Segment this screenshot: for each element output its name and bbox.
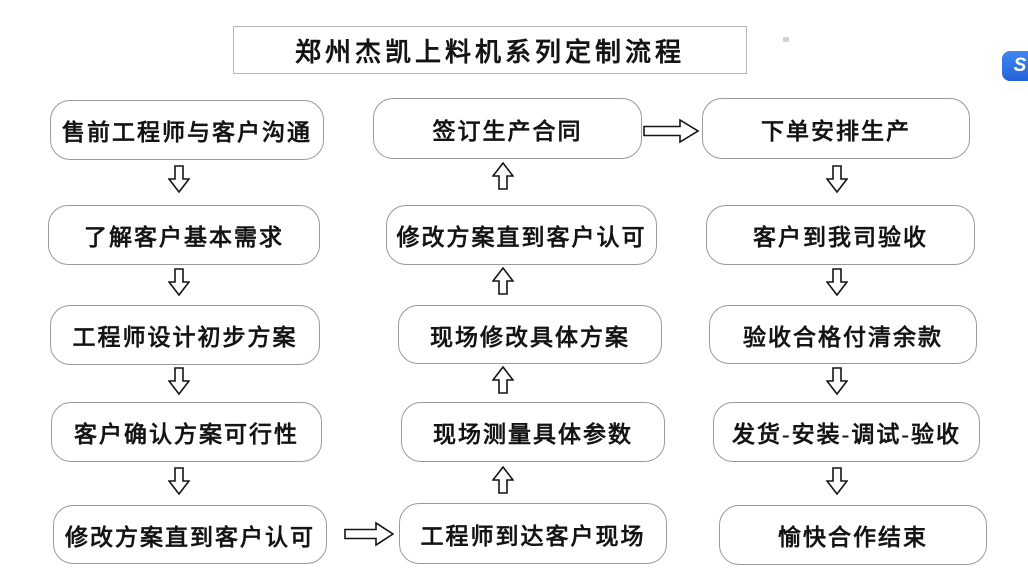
right-arrow-icon [344, 521, 395, 547]
down-arrow-icon [167, 268, 191, 297]
flow-node-engineer-arrives-site: 工程师到达客户现场 [399, 503, 667, 564]
up-arrow-icon [491, 161, 515, 190]
up-arrow-icon [491, 266, 515, 295]
flow-node-sign-contract: 签订生产合同 [373, 98, 642, 159]
right-arrow-icon [643, 118, 700, 144]
flow-node-onsite-revise-plan: 现场修改具体方案 [398, 305, 662, 364]
speck-artifact [783, 37, 789, 42]
flow-node-onsite-measure-params: 现场测量具体参数 [401, 402, 665, 462]
flow-node-revise-until-approved-left: 修改方案直到客户认可 [53, 505, 327, 564]
down-arrow-icon [825, 268, 849, 297]
down-arrow-icon [167, 467, 191, 496]
down-arrow-icon [825, 467, 849, 496]
down-arrow-icon [167, 367, 191, 396]
flow-node-confirm-feasibility: 客户确认方案可行性 [51, 402, 322, 462]
flow-node-presales-communication: 售前工程师与客户沟通 [50, 100, 324, 160]
app-logo-icon[interactable]: S [1002, 51, 1028, 81]
flow-node-customer-acceptance: 客户到我司验收 [706, 205, 975, 265]
flow-node-preliminary-design: 工程师设计初步方案 [50, 305, 320, 365]
down-arrow-icon [167, 165, 191, 194]
up-arrow-icon [491, 465, 515, 494]
flow-node-cooperation-end: 愉快合作结束 [719, 505, 987, 565]
flow-node-revise-until-approved-mid: 修改方案直到客户认可 [386, 205, 657, 265]
flow-node-ship-install-debug: 发货-安装-调试-验收 [713, 402, 980, 462]
flow-node-pay-balance: 验收合格付清余款 [709, 305, 977, 364]
down-arrow-icon [825, 165, 849, 194]
flow-node-order-production: 下单安排生产 [702, 98, 970, 159]
flowchart-title: 郑州杰凯上料机系列定制流程 [233, 26, 747, 74]
flow-node-understand-needs: 了解客户基本需求 [48, 205, 320, 265]
up-arrow-icon [491, 365, 515, 394]
down-arrow-icon [825, 367, 849, 396]
